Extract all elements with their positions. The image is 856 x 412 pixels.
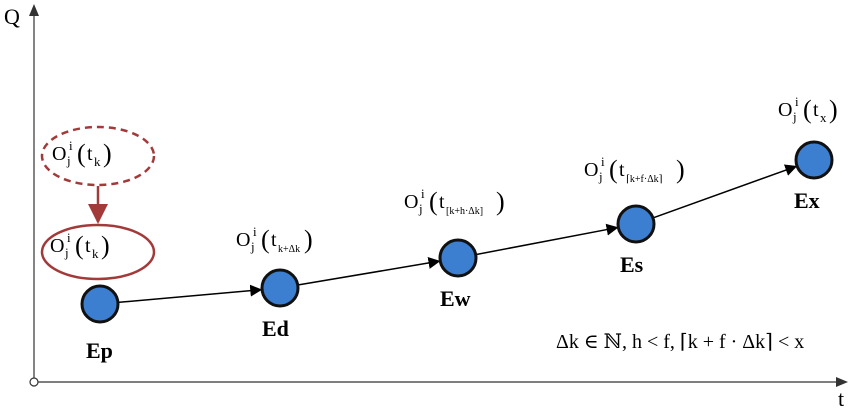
label-close-paren: ): [829, 95, 838, 124]
label-subscript: j: [598, 169, 603, 184]
label-close-paren: ): [496, 187, 505, 216]
label-argument-subscript: k: [94, 154, 101, 169]
label-superscript: i: [69, 138, 73, 153]
node-es: [616, 204, 656, 244]
label-open-paren: (: [75, 231, 84, 260]
node-ex: [794, 140, 834, 180]
edge-ep-ed: [117, 284, 263, 304]
current-observation-ellipse: [40, 223, 156, 281]
prior-observation-ellipse: [40, 125, 156, 187]
label-symbol: O: [52, 143, 66, 165]
label-open-paren: (: [261, 225, 270, 254]
node-ew: [438, 238, 478, 278]
label-superscript: i: [67, 230, 71, 245]
label-superscript: i: [253, 224, 257, 239]
label-close-paren: ): [304, 225, 313, 254]
label-subscript: j: [418, 201, 423, 216]
node-name-ew: Ew: [440, 286, 471, 311]
label-close-paren: ): [676, 155, 685, 184]
edge-es-ex: [652, 164, 798, 219]
edges: [117, 164, 798, 304]
node-ed: [260, 268, 300, 308]
label-argument: t: [271, 229, 277, 251]
node-name-ed: Ed: [262, 316, 289, 341]
node-name-ep: Ep: [86, 338, 113, 363]
label-superscript: i: [795, 94, 799, 109]
label-symbol: O: [50, 235, 64, 257]
edge-ew-es: [475, 223, 619, 256]
label-symbol: O: [236, 229, 250, 251]
y-axis-arrowhead: [29, 4, 39, 16]
label-argument-subscript: k+Δk: [278, 244, 300, 255]
condition-text: Δk ∈ ℕ, h < f, ⌈k + f · Δk⌉ < x: [556, 331, 804, 353]
label-argument: t: [85, 235, 91, 257]
label-subscript: j: [792, 109, 797, 124]
label-argument-subscript: [k+h·Δk]: [446, 206, 483, 217]
axis-origin: [29, 377, 39, 387]
label-superscript: i: [601, 154, 605, 169]
node-ep: [80, 284, 120, 324]
label-argument-subscript: k: [92, 246, 99, 261]
label-symbol: O: [778, 99, 792, 121]
edge-ed-ew: [297, 257, 441, 286]
label-open-paren: (: [429, 187, 438, 216]
label-argument-subscript: ⌈k+f·Δk⌉: [626, 174, 663, 185]
label-symbol: O: [584, 159, 598, 181]
label-argument: t: [439, 191, 445, 213]
label-argument: t: [813, 99, 819, 121]
y-axis-label: Q: [4, 4, 20, 29]
label-close-paren: ): [103, 139, 112, 168]
label-close-paren: ): [101, 231, 110, 260]
label-subscript: j: [66, 153, 71, 168]
label-open-paren: (: [803, 95, 812, 124]
label-subscript: j: [64, 245, 69, 260]
node-name-ex: Ex: [794, 188, 820, 213]
label-subscript: j: [250, 239, 255, 254]
label-open-paren: (: [609, 155, 618, 184]
x-axis-arrowhead: [836, 377, 848, 387]
label-symbol: O: [404, 191, 418, 213]
label-argument-subscript: x: [820, 110, 827, 125]
label-superscript: i: [421, 186, 425, 201]
node-name-es: Es: [620, 252, 644, 277]
x-axis-label: t: [838, 386, 844, 411]
label-argument: t: [87, 143, 93, 165]
label-argument: t: [619, 159, 625, 181]
label-open-paren: (: [77, 139, 86, 168]
